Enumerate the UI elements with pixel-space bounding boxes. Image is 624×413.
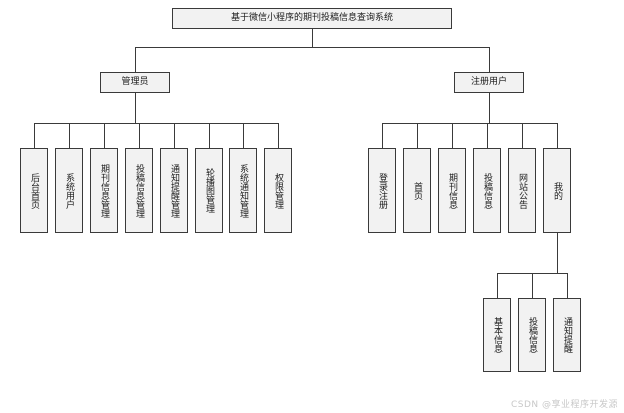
connector-admin-child-5: [209, 123, 210, 148]
watermark: CSDN @享业程序开发源: [510, 400, 618, 410]
node-admin-child-3: 投稿信息管理: [125, 148, 153, 233]
connector-user-child-4: [522, 123, 523, 148]
connector-admin-child-3: [139, 123, 140, 148]
node-mine-child-2: 通知提醒: [553, 298, 581, 372]
node-admin-child-7: 权限管理: [264, 148, 292, 233]
connector-admin-child-6: [243, 123, 244, 148]
node-user: 注册用户: [454, 72, 524, 93]
node-root: 基于微信小程序的期刊投稿信息查询系统: [172, 8, 452, 29]
node-user-child-2: 期刊信息: [438, 148, 466, 233]
connector-to-admin: [135, 47, 136, 72]
connector-user-bus: [382, 123, 557, 124]
connector-mine-child-1: [532, 273, 533, 298]
node-admin-child-5: 轮播图管理: [195, 148, 223, 233]
connector-mine-trunk: [557, 233, 558, 273]
node-root-label: 基于微信小程序的期刊投稿信息查询系统: [230, 13, 393, 24]
node-user-child-5: 我的: [543, 148, 571, 233]
connector-admin-child-1: [69, 123, 70, 148]
node-admin-label: 管理员: [121, 77, 149, 88]
connector-user-child-3: [487, 123, 488, 148]
connector-admin-child-2: [104, 123, 105, 148]
connector-root-trunk: [312, 29, 313, 47]
node-mine-child-1: 投稿信息: [518, 298, 546, 372]
connector-to-user: [489, 47, 490, 72]
connector-admin-trunk: [135, 93, 136, 123]
node-user-child-1: 首页: [403, 148, 431, 233]
connector-mine-child-0: [497, 273, 498, 298]
node-user-label: 注册用户: [470, 77, 507, 88]
connector-user-child-5: [557, 123, 558, 148]
connector-admin-child-4: [174, 123, 175, 148]
connector-admin-child-7: [278, 123, 279, 148]
node-user-child-3: 投稿信息: [473, 148, 501, 233]
connector-user-child-1: [417, 123, 418, 148]
connector-user-trunk: [489, 93, 490, 123]
node-mine-child-0: 基本信息: [483, 298, 511, 372]
connector-admin-child-0: [34, 123, 35, 148]
node-user-child-4: 网站公告: [508, 148, 536, 233]
connector-admin-bus: [34, 123, 278, 124]
connector-user-child-0: [382, 123, 383, 148]
connector-user-child-2: [452, 123, 453, 148]
connector-root-bus: [135, 47, 490, 48]
node-admin: 管理员: [100, 72, 170, 93]
node-user-child-0: 登录注册: [368, 148, 396, 233]
node-admin-child-6: 系统通知管理: [229, 148, 257, 233]
node-admin-child-1: 系统用户: [55, 148, 83, 233]
node-admin-child-0: 后台首页: [20, 148, 48, 233]
node-admin-child-2: 期刊信息管理: [90, 148, 118, 233]
node-admin-child-4: 通知提醒管理: [160, 148, 188, 233]
connector-mine-child-2: [567, 273, 568, 298]
